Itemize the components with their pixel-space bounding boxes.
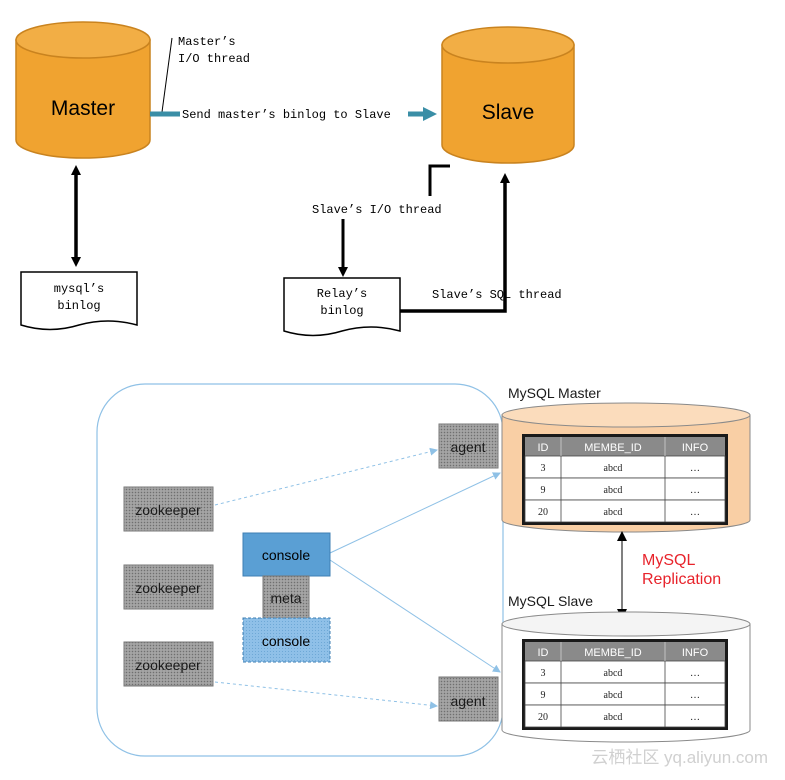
table-header-row xyxy=(525,642,725,661)
table-cell: abcd xyxy=(604,507,623,518)
slave-io-bracket xyxy=(428,164,450,196)
table-cell: … xyxy=(690,507,700,518)
agent-bottom-label: agent xyxy=(450,693,485,709)
agent-top-box: agent xyxy=(438,423,499,469)
slave-sql-thread-label: Slave’s SQL thread xyxy=(432,288,562,302)
table-cell: abcd xyxy=(604,463,623,474)
replication-line1: MySQL xyxy=(642,552,695,569)
relay-binlog-line2: binlog xyxy=(320,304,363,318)
zookeeper-label: zookeeper xyxy=(135,580,201,596)
table-header-cell: ID xyxy=(538,647,549,659)
table-cell: 9 xyxy=(541,690,546,701)
master-io-thread-line1: Master’s xyxy=(178,35,236,49)
table-cell: abcd xyxy=(604,690,623,701)
zookeeper-box-3: zookeeper xyxy=(123,641,214,687)
watermark: 云栖社区 yq.aliyun.com xyxy=(591,748,768,767)
mysql-binlog-document: mysql’s binlog xyxy=(20,271,138,331)
meta-label: meta xyxy=(270,590,301,606)
zookeeper-label: zookeeper xyxy=(135,657,201,673)
zookeeper-label: zookeeper xyxy=(135,502,201,518)
table-cell: 3 xyxy=(541,668,546,679)
table-header-cell: MEMBE_ID xyxy=(584,647,642,659)
table-cell: … xyxy=(690,668,700,679)
table-header-cell: INFO xyxy=(682,442,709,454)
table-cell: … xyxy=(690,463,700,474)
table-header-cell: INFO xyxy=(682,647,709,659)
table-cell: … xyxy=(690,712,700,723)
table-cell: abcd xyxy=(604,485,623,496)
table-row xyxy=(524,704,726,728)
console-bottom-box: console xyxy=(242,617,331,663)
master-db-title: MySQL Master xyxy=(508,385,601,401)
table-cell: 3 xyxy=(541,463,546,474)
meta-box: meta xyxy=(262,575,310,619)
table-cell: 20 xyxy=(538,712,548,723)
zk-to-agent-bottom-dashed xyxy=(214,681,438,710)
master-cylinder: Master xyxy=(15,21,151,159)
table-header-row xyxy=(525,437,725,456)
zookeeper-box-2: zookeeper xyxy=(123,564,214,610)
master-table: ID MEMBE_ID INFO 3 abcd … 9 abcd … 20 abcd … xyxy=(522,434,728,525)
table-cell: 20 xyxy=(538,507,548,518)
mysql-binlog-line1: mysql’s xyxy=(54,282,104,296)
relay-binlog-line1: Relay’s xyxy=(317,287,367,301)
zk-to-agent-top-dashed xyxy=(214,447,438,506)
master-io-thread-line2: I/O thread xyxy=(178,52,250,66)
table-cell: … xyxy=(690,690,700,701)
mysql-binlog-line2: binlog xyxy=(57,299,100,313)
slave-sql-thread-arrow xyxy=(400,173,510,313)
slave-db-title: MySQL Slave xyxy=(508,593,593,609)
table-cell: 9 xyxy=(541,485,546,496)
master-label: Master xyxy=(51,97,115,120)
console-to-master-line xyxy=(329,472,501,554)
slave-cylinder: Slave xyxy=(441,26,575,164)
zookeeper-box-1: zookeeper xyxy=(123,486,214,532)
slave-io-thread-label: Slave’s I/O thread xyxy=(312,203,442,217)
cluster-frame xyxy=(96,383,504,757)
console-to-slave-line xyxy=(329,559,501,673)
master-io-leader-line xyxy=(161,37,173,113)
console-top-label: console xyxy=(262,547,310,563)
table-cell: abcd xyxy=(604,712,623,723)
table-header-cell: ID xyxy=(538,442,549,454)
replication-line2: Replication xyxy=(642,571,721,588)
relay-binlog-document: Relay’s binlog xyxy=(283,277,401,337)
table-row xyxy=(524,499,726,523)
slave-label: Slave xyxy=(482,101,535,124)
table-header-cell: MEMBE_ID xyxy=(584,442,642,454)
agent-bottom-box: agent xyxy=(438,676,499,722)
table-cell: … xyxy=(690,485,700,496)
send-binlog-label: Send master’s binlog to Slave xyxy=(182,108,391,122)
console-top-box: console xyxy=(242,532,331,577)
console-bottom-label: console xyxy=(262,633,310,649)
table-cell: abcd xyxy=(604,668,623,679)
slave-table: ID MEMBE_ID INFO 3 abcd … 9 abcd … 20 abcd … xyxy=(522,639,728,730)
agent-top-label: agent xyxy=(450,439,485,455)
